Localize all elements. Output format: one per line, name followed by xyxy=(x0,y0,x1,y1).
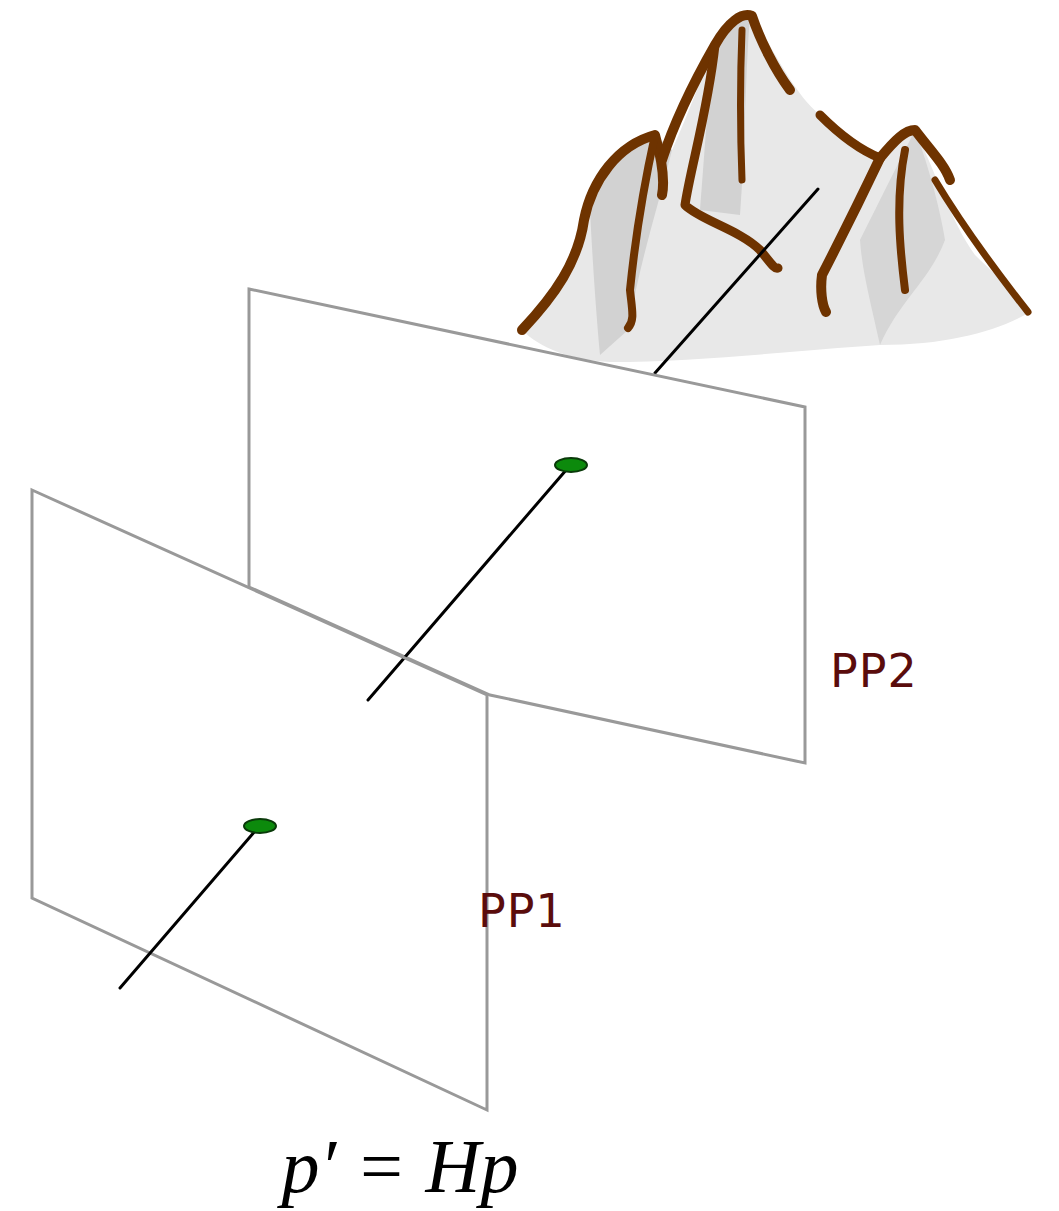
mountain xyxy=(522,14,1030,362)
image-plane-2 xyxy=(249,289,805,763)
ray-segment xyxy=(368,469,567,700)
image-plane-1 xyxy=(32,490,487,1110)
ray-segment xyxy=(120,830,256,988)
rays-and-planes xyxy=(32,189,818,1110)
projected-point xyxy=(244,819,276,833)
ray-segment xyxy=(655,189,818,373)
plane-label: PP2 xyxy=(830,648,918,694)
plane-label: PP1 xyxy=(478,888,566,934)
equation: p′ = Hp xyxy=(282,1128,519,1204)
projected-point xyxy=(555,458,587,472)
